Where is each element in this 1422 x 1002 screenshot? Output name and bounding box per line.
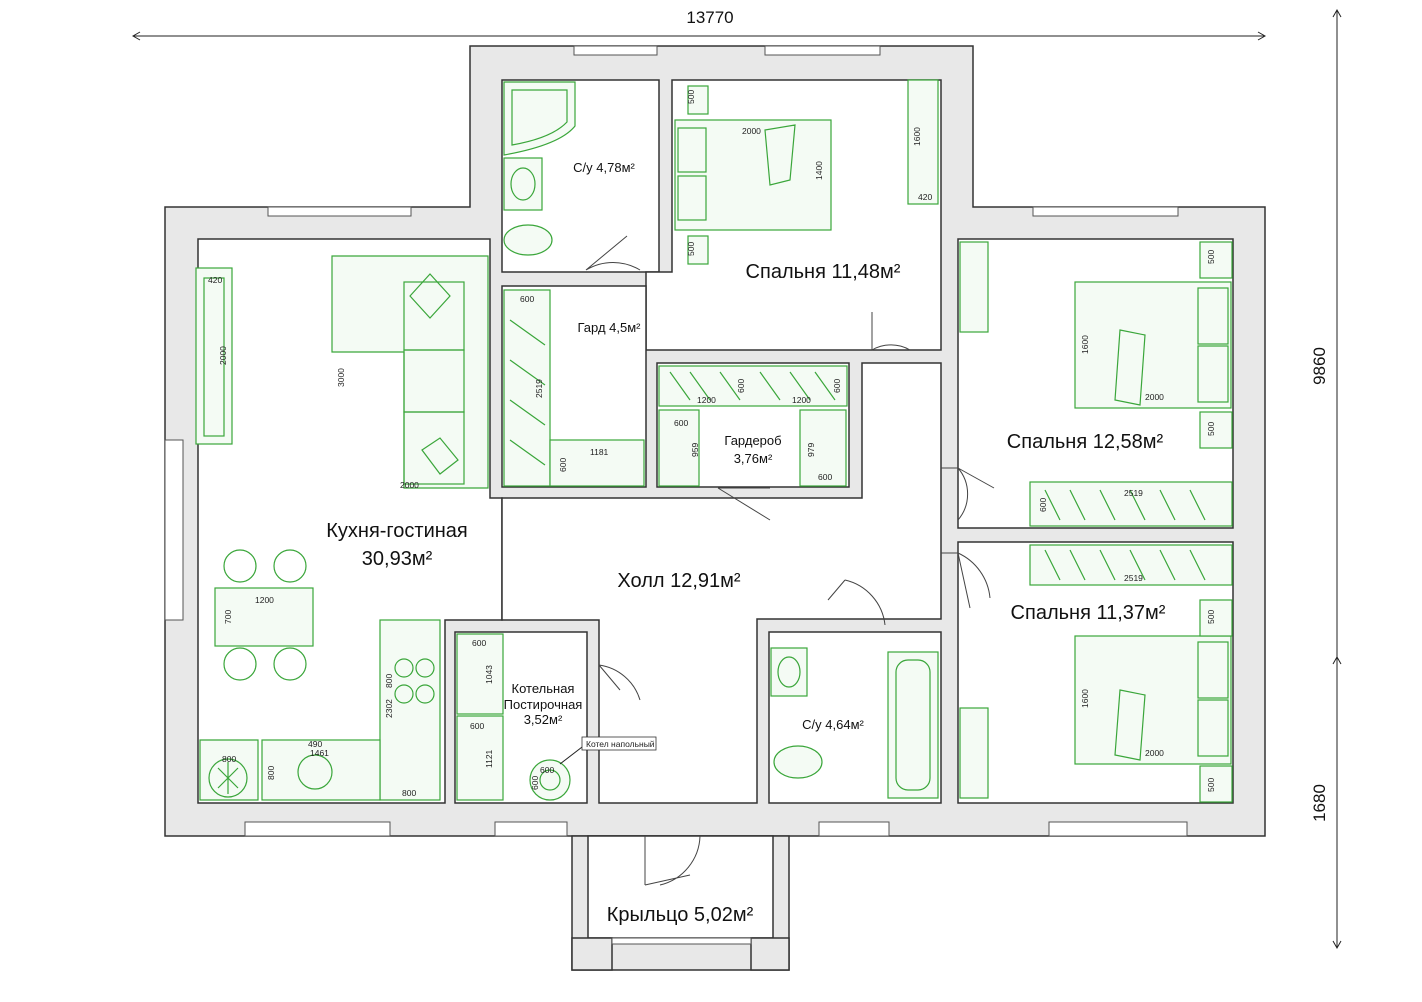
dim-label: 1600 — [1080, 689, 1090, 708]
width-label: 13770 — [686, 8, 733, 27]
dim-label: 800 — [266, 766, 276, 780]
wardrobe-furniture — [658, 365, 848, 487]
dim-label: 2302 — [384, 699, 394, 718]
bedroom-2-label: Спальня 12,58м² — [1007, 431, 1164, 453]
wardrobe-label-1: Гардероб — [724, 433, 781, 448]
dim-label: 2000 — [400, 480, 419, 490]
bedroom-3-furniture — [959, 544, 1233, 803]
dim-label: 800 — [222, 754, 236, 764]
dim-label: 600 — [818, 472, 832, 482]
boiler-label-1: Котельная — [512, 681, 575, 696]
boiler-furniture — [456, 633, 571, 801]
bedroom-2-furniture — [959, 241, 1233, 527]
wardrobe-small-furniture — [503, 289, 645, 487]
dim-label: 600 — [832, 379, 842, 393]
dim-label: 2000 — [218, 346, 228, 365]
boiler-tag: Котел напольный — [559, 736, 657, 765]
dim-label: 490 — [308, 739, 322, 749]
dim-label: 1461 — [310, 748, 329, 758]
small-dimensions: 500 500 2000 1400 1600 420 420 2000 3000… — [208, 90, 1216, 798]
dim-label: 420 — [208, 275, 222, 285]
dim-label: 979 — [806, 443, 816, 457]
dim-label: 2519 — [534, 379, 544, 398]
dim-label: 600 — [1038, 498, 1048, 512]
dim-label: 2000 — [1145, 392, 1164, 402]
dim-label: 500 — [686, 90, 696, 104]
dim-label: 1200 — [792, 395, 811, 405]
room-labels: С/у 4,78м² Спальня 11,48м² Гард 4,5м² Ку… — [326, 160, 1166, 926]
living-furniture — [195, 255, 489, 801]
boiler-tag-label: Котел напольный — [586, 739, 655, 749]
dim-label: 1181 — [590, 447, 609, 457]
bathroom-bottom-furniture — [770, 647, 939, 799]
boiler-label-2: Постирочная — [504, 697, 583, 712]
bedroom-1-label: Спальня 11,48м² — [746, 261, 901, 283]
dim-label: 2000 — [742, 126, 761, 136]
bedroom-1-furniture — [674, 79, 939, 265]
dimension-depth: 9860 1680 — [1310, 8, 1342, 950]
dim-label: 1600 — [1080, 335, 1090, 354]
dim-label: 1043 — [484, 665, 494, 684]
boiler-label-3: 3,52м² — [524, 712, 563, 727]
dim-label: 500 — [1206, 778, 1216, 792]
dim-label: 1121 — [484, 749, 494, 768]
dim-label: 800 — [384, 674, 394, 688]
dim-label: 959 — [690, 443, 700, 457]
dim-label: 2519 — [1124, 573, 1143, 583]
depth-label: 9860 — [1310, 347, 1329, 385]
hall-label: Холл 12,91м² — [617, 570, 740, 592]
dim-label: 500 — [1206, 610, 1216, 624]
dim-label: 420 — [918, 192, 932, 202]
dim-label: 1200 — [697, 395, 716, 405]
dim-label: 600 — [470, 721, 484, 731]
dim-label: 500 — [686, 242, 696, 256]
bathroom-bottom-label: С/у 4,64м² — [802, 717, 864, 732]
dim-label: 500 — [1206, 250, 1216, 264]
porch-depth-label: 1680 — [1310, 784, 1329, 822]
dim-label: 700 — [223, 610, 233, 624]
dim-label: 2519 — [1124, 488, 1143, 498]
dim-label: 600 — [540, 765, 554, 775]
bathroom-top-label: С/у 4,78м² — [573, 160, 635, 175]
dim-label: 600 — [530, 776, 540, 790]
wardrobe-label-2: 3,76м² — [734, 451, 773, 466]
dim-label: 600 — [558, 458, 568, 472]
dim-label: 600 — [674, 418, 688, 428]
dim-label: 800 — [402, 788, 416, 798]
bedroom-3-label: Спальня 11,37м² — [1011, 602, 1166, 624]
doors — [585, 235, 995, 886]
wardrobe-small-label: Гард 4,5м² — [577, 320, 641, 335]
bathroom-top-furniture — [503, 81, 576, 256]
dim-label: 1600 — [912, 127, 922, 146]
living-label-1: Кухня-гостиная — [326, 520, 468, 542]
dim-label: 1400 — [814, 161, 824, 180]
porch-label: Крыльцо 5,02м² — [607, 904, 754, 926]
dim-label: 1200 — [255, 595, 274, 605]
dim-label: 2000 — [1145, 748, 1164, 758]
dim-label: 3000 — [336, 368, 346, 387]
living-label-2: 30,93м² — [362, 548, 433, 570]
dim-label: 600 — [520, 294, 534, 304]
windows — [164, 45, 1188, 837]
dim-label: 600 — [472, 638, 486, 648]
dim-label: 600 — [736, 379, 746, 393]
dimension-width: 13770 — [131, 8, 1267, 41]
dim-label: 500 — [1206, 422, 1216, 436]
